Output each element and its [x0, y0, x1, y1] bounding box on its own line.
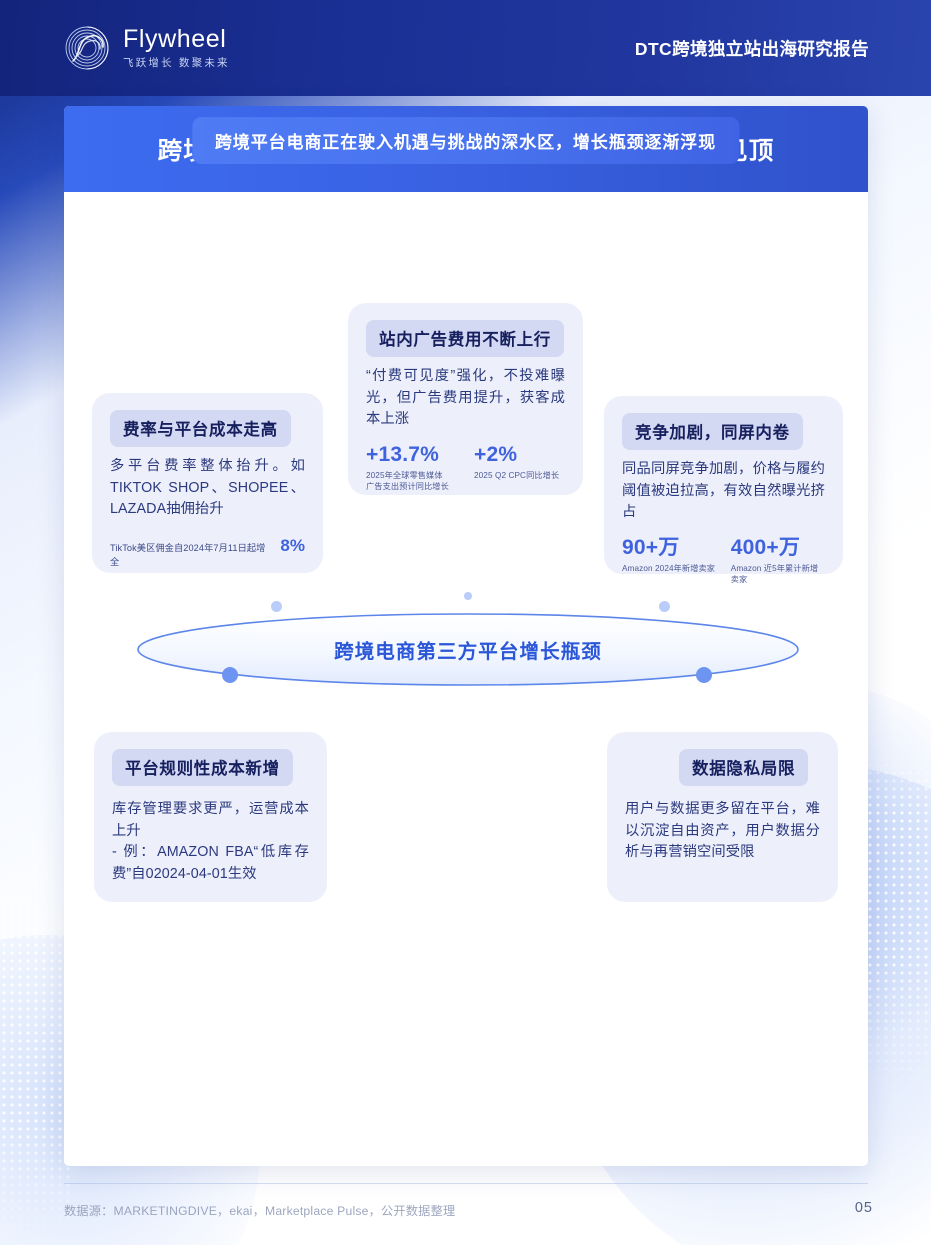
decorative-dot-left: [271, 601, 282, 612]
footer-page-number: 05: [854, 1200, 873, 1216]
card-ad-spend-stats: +13.7% 2025年全球零售媒体 广告支出预计同比增长 +2% 2025 Q…: [366, 443, 565, 492]
flywheel-spiral-icon: [64, 25, 110, 71]
decorative-dot-right: [659, 601, 670, 612]
card-ad-spend-badge: 站内广告费用不断上行: [366, 320, 564, 357]
stat-retail-media-growth: +13.7% 2025年全球零售媒体 广告支出预计同比增长: [366, 443, 474, 492]
card-data-privacy: 数据隐私局限 用户与数据更多留在平台，难以沉淀自由资产，用户数据分析与再营销空间…: [607, 732, 838, 902]
header-background-band: [0, 0, 931, 96]
stat-new-sellers-2024: 90+万 Amazon 2024年新增卖家: [622, 536, 731, 585]
card-platform-fees: 费率与平台成本走高 多平台费率整体抬升。如TIKTOK SHOP、SHOPEE、…: [92, 393, 323, 573]
card-competition-stats: 90+万 Amazon 2024年新增卖家 400+万 Amazon 近5年累计…: [622, 536, 825, 585]
stat-new-sellers-5y-value: 400+万: [730, 536, 801, 560]
stat-retail-media-growth-label: 2025年全球零售媒体 广告支出预计同比增长: [366, 471, 449, 492]
stat-retail-media-growth-value: +13.7%: [366, 443, 440, 467]
stat-new-sellers-2024-value: 90+万: [622, 536, 680, 560]
card-ad-spend-body: “付费可见度”强化，不投难曝光，但广告费用提升，获客成本上涨: [366, 368, 565, 428]
card-platform-rules-badge: 平台规则性成本新增: [112, 749, 293, 786]
stat-new-sellers-5y-label: Amazon 近5年累计新增卖家: [730, 564, 819, 585]
card-platform-fees-note-text: TikTok美区佣金自2024年7月11日起增全: [110, 543, 266, 568]
brand-text: Flywheel 飞跃增长 数聚未来: [123, 27, 230, 69]
card-ad-spend: 站内广告费用不断上行 “付费可见度”强化，不投难曝光，但广告费用提升，获客成本上…: [348, 303, 583, 495]
brand-tagline: 飞跃增长 数聚未来: [123, 57, 230, 70]
stat-cpc-growth: +2% 2025 Q2 CPC同比增长: [474, 443, 559, 492]
ellipse-node-dot-right: [696, 667, 712, 683]
ellipse-node-dot-left: [222, 667, 238, 683]
card-competition-body: 同品同屏竞争加剧，价格与履约阈值被迫拉高，有效自然曝光挤占: [622, 461, 825, 521]
stat-new-sellers-5y: 400+万 Amazon 近5年累计新增卖家: [731, 536, 825, 585]
card-platform-fees-note: TikTok美区佣金自2024年7月11日起增全 8%: [110, 536, 305, 568]
document-title: DTC跨境独立站出海研究报告: [634, 38, 869, 59]
footer-divider: [64, 1183, 868, 1184]
card-platform-rules: 平台规则性成本新增 库存管理要求更严，运营成本上升 - 例：AMAZON FBA…: [94, 732, 327, 902]
stat-new-sellers-2024-label: Amazon 2024年新增卖家: [622, 564, 716, 574]
brand-name: Flywheel: [123, 25, 227, 54]
card-competition-badge: 竞争加剧，同屏内卷: [622, 413, 803, 450]
page-header: Flywheel 飞跃增长 数聚未来 DTC跨境独立站出海研究报告: [0, 0, 931, 96]
card-data-privacy-badge: 数据隐私局限: [679, 749, 809, 786]
bottleneck-ellipse: 跨境电商第三方平台增长瓶颈: [136, 612, 800, 687]
slide-subtitle-pill: 跨境平台电商正在驶入机遇与挑战的深水区，增长瓶颈逐渐浮现: [191, 117, 740, 164]
card-platform-fees-badge: 费率与平台成本走高: [110, 410, 291, 447]
card-platform-rules-body: 库存管理要求更严，运营成本上升 - 例：AMAZON FBA“低库存费”自020…: [112, 801, 309, 883]
card-competition: 竞争加剧，同屏内卷 同品同屏竞争加剧，价格与履约阈值被迫拉高，有效自然曝光挤占 …: [604, 396, 843, 584]
stat-cpc-growth-label: 2025 Q2 CPC同比增长: [474, 471, 560, 481]
footer-source-note: 数据源：MARKETINGDIVE，ekai，Marketplace Pulse…: [64, 1204, 456, 1218]
page-footer: 数据源：MARKETINGDIVE，ekai，Marketplace Pulse…: [0, 1183, 931, 1245]
stat-cpc-growth-value: +2%: [474, 443, 518, 467]
card-platform-fees-note-value: 8%: [280, 536, 305, 556]
brand-lockup: Flywheel 飞跃增长 数聚未来: [64, 25, 230, 71]
bottleneck-ellipse-label: 跨境电商第三方平台增长瓶颈: [334, 641, 602, 663]
card-platform-fees-body: 多平台费率整体抬升。如TIKTOK SHOP、SHOPEE、LAZADA抽佣抬升: [110, 458, 305, 518]
card-data-privacy-body: 用户与数据更多留在平台，难以沉淀自由资产，用户数据分析与再营销空间受限: [625, 801, 820, 861]
decorative-dot-center: [464, 592, 472, 600]
